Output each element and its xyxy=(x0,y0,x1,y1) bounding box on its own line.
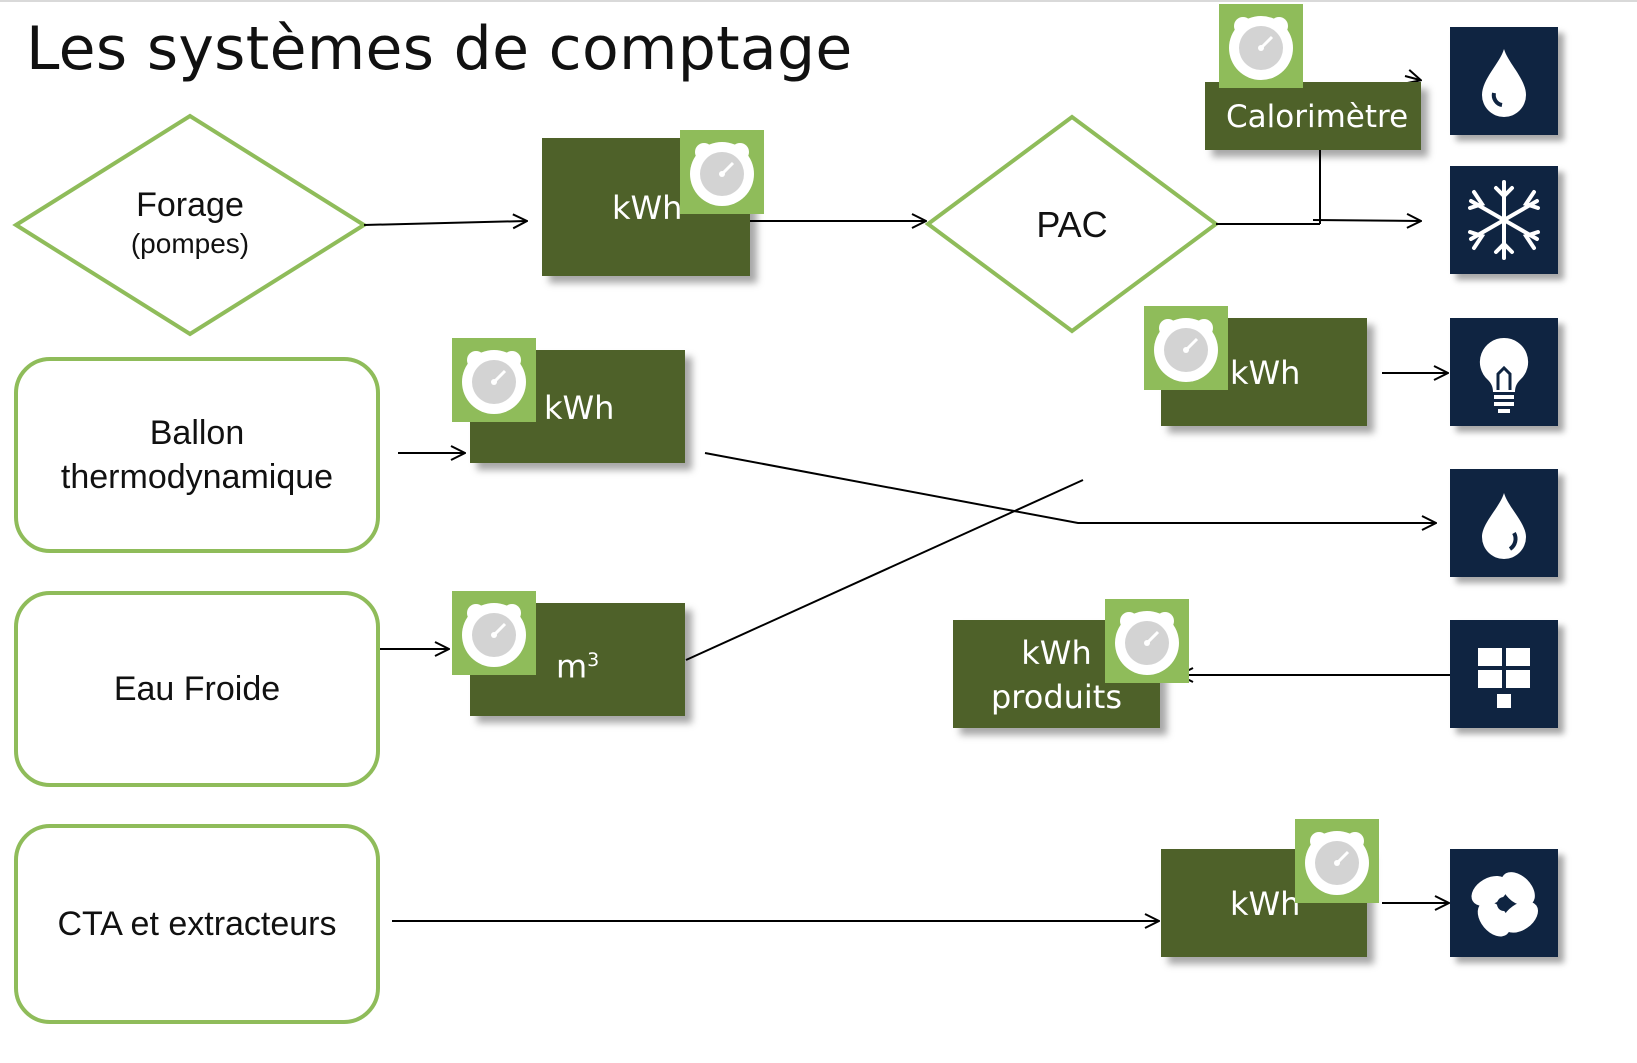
cta-label: CTA et extracteurs xyxy=(57,905,337,943)
forage-label-line1: Forage xyxy=(136,186,244,224)
calorimetre-box xyxy=(1205,82,1421,150)
water-drop-icon xyxy=(1450,27,1558,135)
solar-panel-icon xyxy=(1450,620,1558,728)
meter-gauge-icon xyxy=(680,130,764,214)
fan-icon xyxy=(1450,849,1558,957)
meter-gauge-icon xyxy=(1219,4,1303,88)
meter-gauge-icon xyxy=(1105,599,1189,683)
ballon-label-line1: Ballon xyxy=(149,414,245,452)
eau-froide-source: Eau Froide xyxy=(14,591,380,787)
snowflake-icon xyxy=(1450,166,1558,274)
water-drop-icon xyxy=(1450,469,1558,577)
lightbulb-icon xyxy=(1450,318,1558,426)
forage-label: Forage (pompes) xyxy=(90,184,290,262)
meter-gauge-icon xyxy=(1144,306,1228,390)
meter-gauge-icon xyxy=(452,591,536,675)
ballon-label-line2: thermodynamique xyxy=(60,458,334,496)
pac-meter-label: kWh xyxy=(1230,354,1301,392)
pac-label: PAC xyxy=(1036,204,1108,245)
eau-froide-label: Eau Froide xyxy=(113,670,281,708)
eau-meter-unit: m xyxy=(556,647,588,686)
eau-meter-exponent: 3 xyxy=(587,649,600,671)
cta-source: CTA et extracteurs xyxy=(14,824,380,1024)
top-rule xyxy=(0,0,1637,2)
eau-meter-label: m3 xyxy=(556,638,599,689)
meter-gauge-icon xyxy=(1295,819,1379,903)
forage-label-line2: (pompes) xyxy=(130,228,250,259)
cta-meter-label: kWh xyxy=(1230,885,1301,923)
page-title: Les systèmes de comptage xyxy=(26,14,853,84)
produits-label-line1: kWh xyxy=(1021,634,1092,672)
meter-gauge-icon xyxy=(452,338,536,422)
ballon-source: Ballon thermodynamique xyxy=(14,357,380,553)
forage-meter-label: kWh xyxy=(612,189,683,227)
produits-label-line2: produits xyxy=(990,678,1123,716)
ballon-meter-label: kWh xyxy=(544,389,615,427)
calorimetre-label: Calorimètre xyxy=(1226,99,1409,135)
produits-meter-label: kWh produits xyxy=(953,631,1160,719)
